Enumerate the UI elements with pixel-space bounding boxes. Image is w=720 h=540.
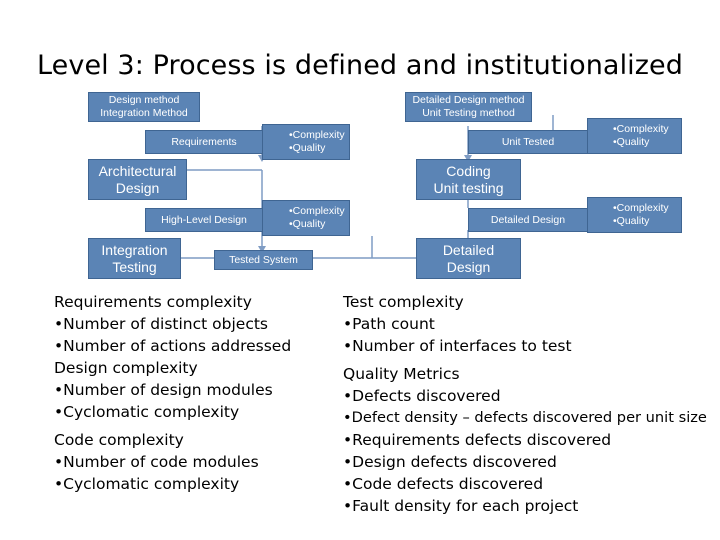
requirements-complexity-heading: Requirements complexity <box>54 293 252 311</box>
list-item: •Number of design modules <box>54 381 273 399</box>
test-complexity-heading: Test complexity <box>343 293 464 311</box>
quality-metrics-heading: Quality Metrics <box>343 365 460 383</box>
complexity-quality-box-1: •Complexity•Quality <box>262 124 350 160</box>
right-metrics-column: Test complexity •Path count •Number of i… <box>343 291 715 517</box>
complexity-quality-box-2: •Complexity•Quality <box>587 118 682 154</box>
list-item: •Fault density for each project <box>343 497 579 515</box>
list-item: •Path count <box>343 315 435 333</box>
list-item: •Defect density – defects discovered per… <box>343 409 707 426</box>
left-metrics-column: Requirements complexity •Number of disti… <box>54 291 334 495</box>
design-complexity-heading: Design complexity <box>54 359 198 377</box>
high-level-design-box: High-Level Design <box>145 208 263 232</box>
list-item: •Number of interfaces to test <box>343 337 572 355</box>
list-item: •Code defects discovered <box>343 475 544 493</box>
list-item: •Requirements defects discovered <box>343 431 612 449</box>
slide-title: Level 3: Process is defined and institut… <box>36 50 683 81</box>
list-item: •Cyclomatic complexity <box>54 475 240 493</box>
list-item: •Number of code modules <box>54 453 259 471</box>
tested-system-box: Tested System <box>214 250 313 270</box>
list-item: •Number of actions addressed <box>54 337 292 355</box>
list-item: •Design defects discovered <box>343 453 557 471</box>
complexity-quality-box-3: •Complexity•Quality <box>262 200 350 236</box>
list-item: •Defects discovered <box>343 387 501 405</box>
complexity-quality-box-4: •Complexity•Quality <box>587 197 682 233</box>
unit-tested-box: Unit Tested <box>468 130 588 154</box>
list-item: •Number of distinct objects <box>54 315 268 333</box>
list-item: •Cyclomatic complexity <box>54 403 240 421</box>
code-complexity-heading: Code complexity <box>54 431 184 449</box>
detailed-design-small-box: Detailed Design <box>468 208 588 232</box>
requirements-box: Requirements <box>145 130 263 154</box>
